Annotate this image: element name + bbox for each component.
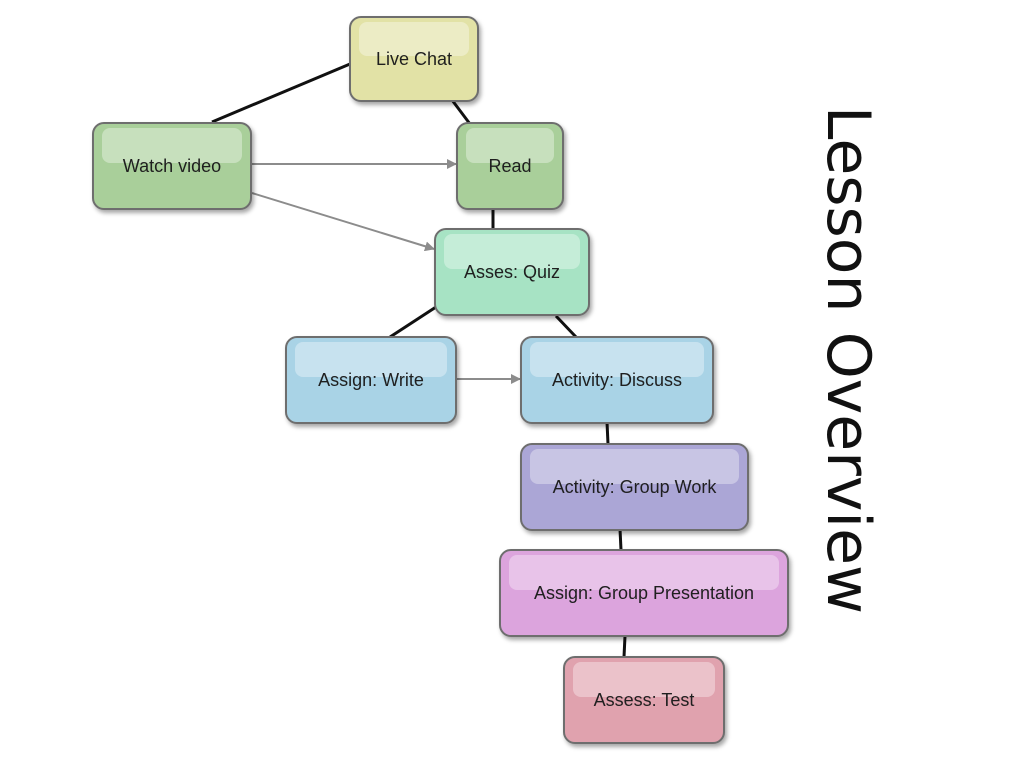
assign-write-label: Assign: Write <box>318 369 424 390</box>
activity-group-work-node[interactable]: Activity: Group Work <box>520 443 749 531</box>
live-chat-label: Live Chat <box>375 48 453 69</box>
assign-write-node[interactable]: Assign: Write <box>285 336 457 424</box>
edge-watch-video-live-chat <box>211 62 351 124</box>
edge-watch-video-asses-quiz-arrow <box>251 192 435 252</box>
asses-quiz-node[interactable]: Asses: Quiz <box>434 228 590 316</box>
edge-activity-discuss-group-work <box>605 421 610 445</box>
watch-video-label: Watch video <box>122 155 222 176</box>
activity-discuss-label: Activity: Discuss <box>551 369 683 390</box>
activity-discuss-node[interactable]: Activity: Discuss <box>520 336 714 424</box>
assign-group-presentation-node[interactable]: Assign: Group Presentation <box>499 549 789 637</box>
diagram-title: Lesson Overview <box>813 105 883 615</box>
edge-asses-quiz-assign-write <box>389 305 437 339</box>
edge-asses-quiz-activity-discuss <box>554 314 578 339</box>
edge-group-work-group-presentation <box>618 528 623 551</box>
asses-quiz-label: Asses: Quiz <box>463 261 561 282</box>
read-label: Read <box>488 155 532 176</box>
read-node[interactable]: Read <box>456 122 564 210</box>
assess-test-node[interactable]: Assess: Test <box>563 656 725 744</box>
activity-group-work-label: Activity: Group Work <box>552 476 717 497</box>
live-chat-node[interactable]: Live Chat <box>349 16 479 102</box>
watch-video-node[interactable]: Watch video <box>92 122 252 210</box>
edge-live-chat-read <box>450 99 472 125</box>
assess-test-label: Assess: Test <box>593 689 695 710</box>
edge-group-presentation-assess-test <box>622 635 627 658</box>
assign-group-presentation-label: Assign: Group Presentation <box>533 582 755 603</box>
